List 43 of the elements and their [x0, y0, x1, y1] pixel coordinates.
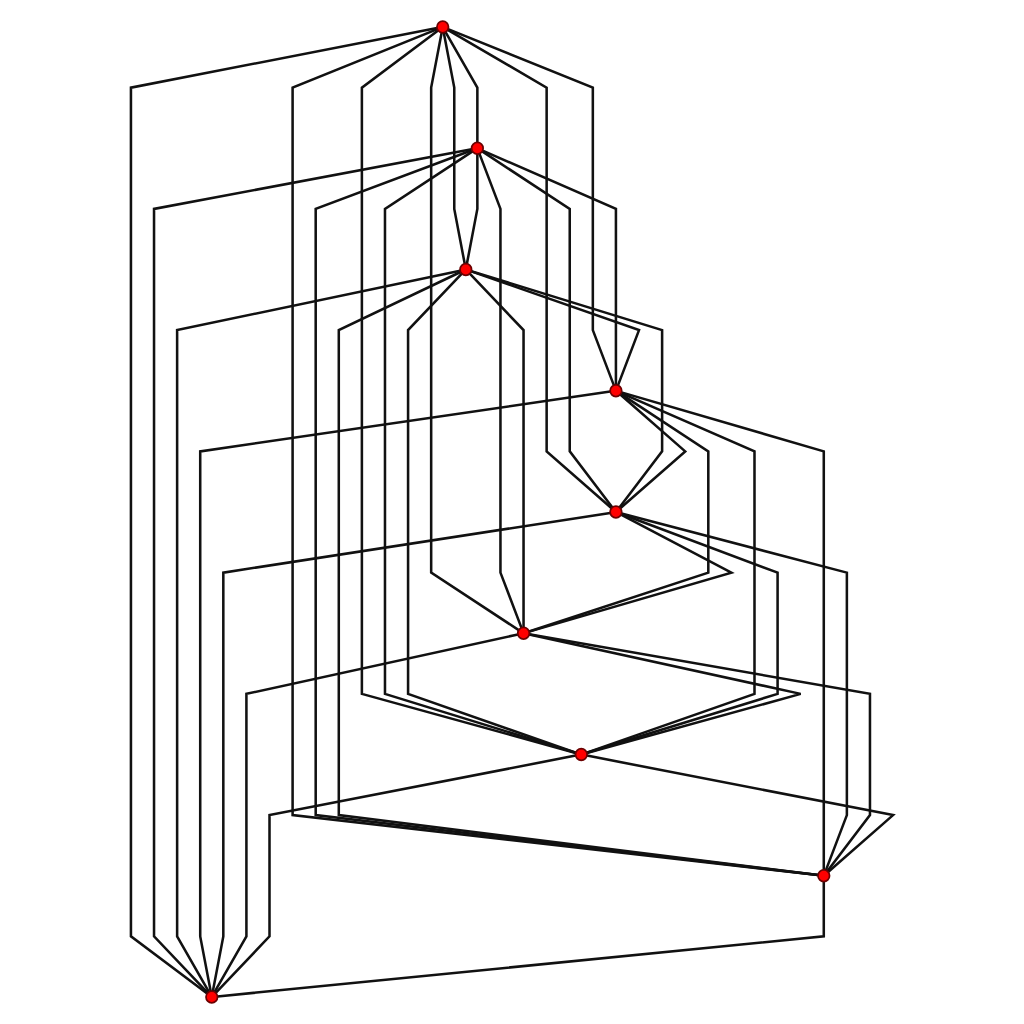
vertex-dot	[609, 505, 623, 519]
edge-line	[528, 392, 710, 633]
edge-line	[214, 754, 576, 994]
edge-line	[482, 149, 618, 385]
edge-line	[465, 154, 479, 265]
vertex-dot	[516, 626, 531, 640]
edge-line	[621, 512, 849, 871]
edge-line	[152, 148, 472, 994]
vertex-dot	[436, 20, 450, 34]
edge-line	[478, 153, 523, 629]
edge-line	[447, 28, 613, 510]
edge-line	[528, 513, 735, 633]
edge-line	[213, 633, 519, 993]
vertex-dot	[459, 262, 473, 277]
edge-line	[447, 28, 616, 386]
vertex-dot	[574, 747, 588, 762]
edge-line	[470, 270, 641, 386]
edge-line	[198, 390, 611, 992]
edge-line	[621, 391, 826, 870]
edge-line	[429, 32, 520, 632]
edge-line	[586, 512, 779, 754]
vertex-dot	[817, 869, 831, 883]
vertex-dot	[470, 141, 484, 155]
edge-line	[175, 269, 461, 993]
vertex-dot	[205, 990, 219, 1004]
edge-line	[442, 32, 466, 265]
edge-line	[217, 881, 826, 998]
edge-line	[444, 31, 479, 143]
edge-line	[619, 393, 688, 510]
edge-line	[360, 29, 577, 755]
edge-line	[406, 272, 577, 754]
edge-line	[481, 150, 614, 509]
edge-line	[383, 150, 577, 754]
edge-line	[468, 272, 525, 628]
edge-line	[586, 391, 756, 754]
edge-line	[470, 270, 664, 509]
edge-line	[528, 633, 802, 755]
vertex-dot	[609, 384, 623, 398]
edge-line	[211, 511, 611, 992]
edge-line	[586, 754, 896, 873]
edge-line	[129, 26, 438, 995]
edge-line	[529, 633, 872, 872]
edge-line	[337, 270, 819, 877]
